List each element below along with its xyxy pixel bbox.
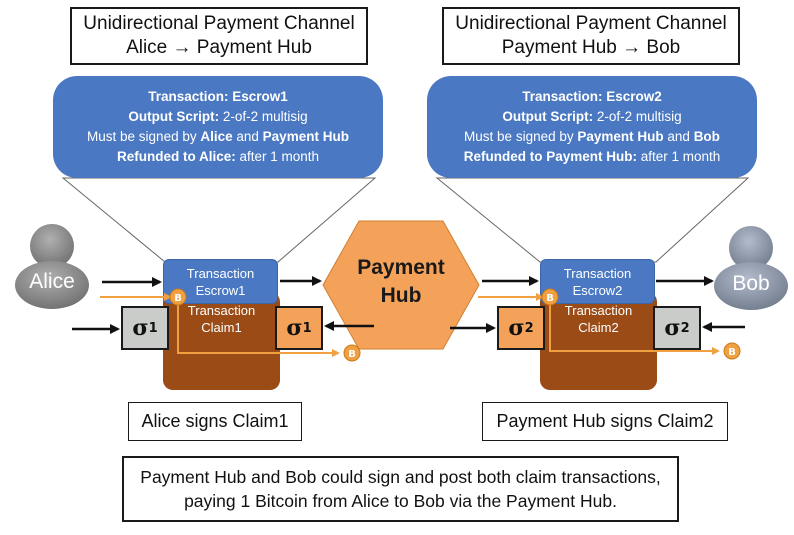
refund-label: Refunded to Payment Hub: [463,149,637,164]
sigma-symbol: σ [508,315,525,341]
callout-escrow2-heading: Transaction: Escrow2 [522,89,662,104]
coin-flow-line [549,305,720,355]
title-left-line1: Unidirectional Payment Channel [83,13,355,34]
output-script-value: 2-of-2 multisig [593,109,682,124]
svg-text:B: B [728,347,736,358]
sign-prefix: Must be signed by [464,129,578,144]
escrow2-line1: Transaction [563,265,632,281]
refund-value: after 1 month [636,149,721,164]
escrow1-line2: Escrow1 [195,282,246,298]
title-box-left: Unidirectional Payment Channel Alice → P… [70,7,368,65]
sigma-subscript: 1 [302,320,312,336]
bitcoin-icon: B [169,288,187,306]
claim2-line2: Claim2 [578,320,619,335]
sigma-subscript: 1 [148,320,158,336]
callout-escrow1-heading: Transaction: Escrow1 [148,89,288,104]
escrow2-line2: Escrow2 [572,282,623,298]
sigma-symbol: σ [132,315,149,341]
refund-value: after 1 month [235,149,320,164]
hub-signs-claim2-box: Payment Hub signs Claim2 [482,402,728,441]
sigma-symbol: σ [664,315,681,341]
output-script-value: 2-of-2 multisig [219,109,308,124]
note-line2: paying 1 Bitcoin from Alice to Bob via t… [184,491,617,511]
alice-signs-claim1-box: Alice signs Claim1 [128,402,302,441]
svg-text:B: B [546,293,554,304]
alice-label: Alice [29,270,75,293]
refund-label: Refunded to Alice: [116,149,236,164]
signer-hub: Payment Hub [577,129,664,144]
svg-text:B: B [174,293,182,304]
title-box-right: Unidirectional Payment Channel Payment H… [442,7,740,65]
bitcoin-icon: B [541,288,559,306]
sigma-subscript: 2 [680,320,690,336]
note-box: Payment Hub and Bob could sign and post … [122,456,679,522]
signer-hub: Payment Hub [262,129,349,144]
title-left-line2: Alice → Payment Hub [126,37,312,58]
bitcoin-icon: B [723,342,741,360]
title-right-line1: Unidirectional Payment Channel [455,13,727,34]
output-script-label: Output Script: [128,109,220,124]
sign-prefix: Must be signed by [87,129,201,144]
signer-alice: Alice [200,129,233,144]
claim2-line1: Transaction [564,303,633,318]
svg-text:B: B [348,349,356,360]
transaction-claim2: Transaction Claim2 [540,292,657,390]
callout-escrow2: Transaction: Escrow2 Output Script: 2-of… [427,76,757,178]
coin-flow-line [177,305,340,357]
signer-bob: Bob [693,129,720,144]
claim1-line1: Transaction [187,303,256,318]
transaction-escrow1: Transaction Escrow1 [163,259,278,304]
bob-label: Bob [732,272,770,295]
claim1-line2: Claim1 [201,320,242,335]
transaction-claim1: Transaction Claim1 [163,292,280,390]
bitcoin-icon: B [343,344,361,362]
sigma-subscript: 2 [524,320,534,336]
hub-label-line1: Payment [357,256,445,279]
bob-person-icon [714,226,788,310]
escrow1-line1: Transaction [186,265,255,281]
sign-and: and [232,129,263,144]
sign-and: and [663,129,694,144]
sigma-symbol: σ [286,315,303,341]
alice-signs-label: Alice signs Claim1 [141,411,289,431]
transaction-escrow2: Transaction Escrow2 [540,259,655,304]
hub-signs-label: Payment Hub signs Claim2 [496,411,714,431]
alice-person-icon [15,224,89,309]
callout-escrow1: Transaction: Escrow1 Output Script: 2-of… [53,76,383,178]
note-line1: Payment Hub and Bob could sign and post … [140,467,661,487]
callout-cone-right [435,177,750,263]
payment-hub-label: Payment Hub [339,254,463,310]
callout-cone-left [61,177,377,263]
title-right-line2: Payment Hub → Bob [501,37,681,58]
output-script-label: Output Script: [502,109,594,124]
hub-label-line2: Hub [380,284,422,307]
